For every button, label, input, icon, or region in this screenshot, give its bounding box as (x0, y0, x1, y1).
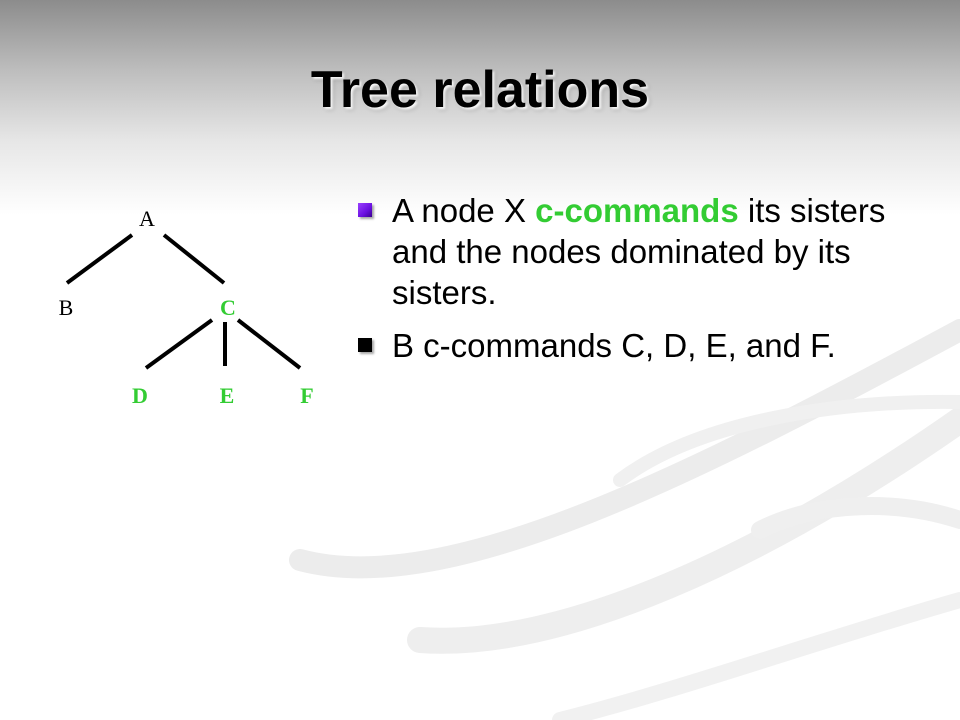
tree-node-e: E (220, 383, 235, 408)
tree-edge-c-d (144, 318, 214, 370)
tree-edge-a-c (162, 233, 226, 285)
tree-node-d: D (132, 383, 148, 408)
tree-edge-c-f (236, 318, 302, 370)
square-bullet-icon (358, 338, 372, 352)
tree-node-a: A (139, 206, 155, 231)
tree-node-f: F (300, 383, 313, 408)
tree-node-c: C (220, 295, 236, 320)
tree-node-b: B (59, 295, 74, 320)
bullet-list: A node X c-commands its sisters and the … (352, 190, 912, 378)
bullet-text-highlight: c-commands (535, 192, 739, 229)
tree-edge-a-b (65, 233, 134, 285)
bullet-item-c-command-definition: A node X c-commands its sisters and the … (352, 190, 912, 313)
slide-title: Tree relations (310, 61, 650, 119)
bullet-text: B c-commands C, D, E, and F. (392, 327, 836, 364)
bullet-item-c-command-example: B c-commands C, D, E, and F. (352, 325, 912, 366)
square-bullet-icon (358, 203, 372, 217)
bullet-text-suffix: its sisters and the nodes dominated by i… (392, 192, 886, 311)
bullet-text-prefix: A node X (392, 192, 536, 229)
